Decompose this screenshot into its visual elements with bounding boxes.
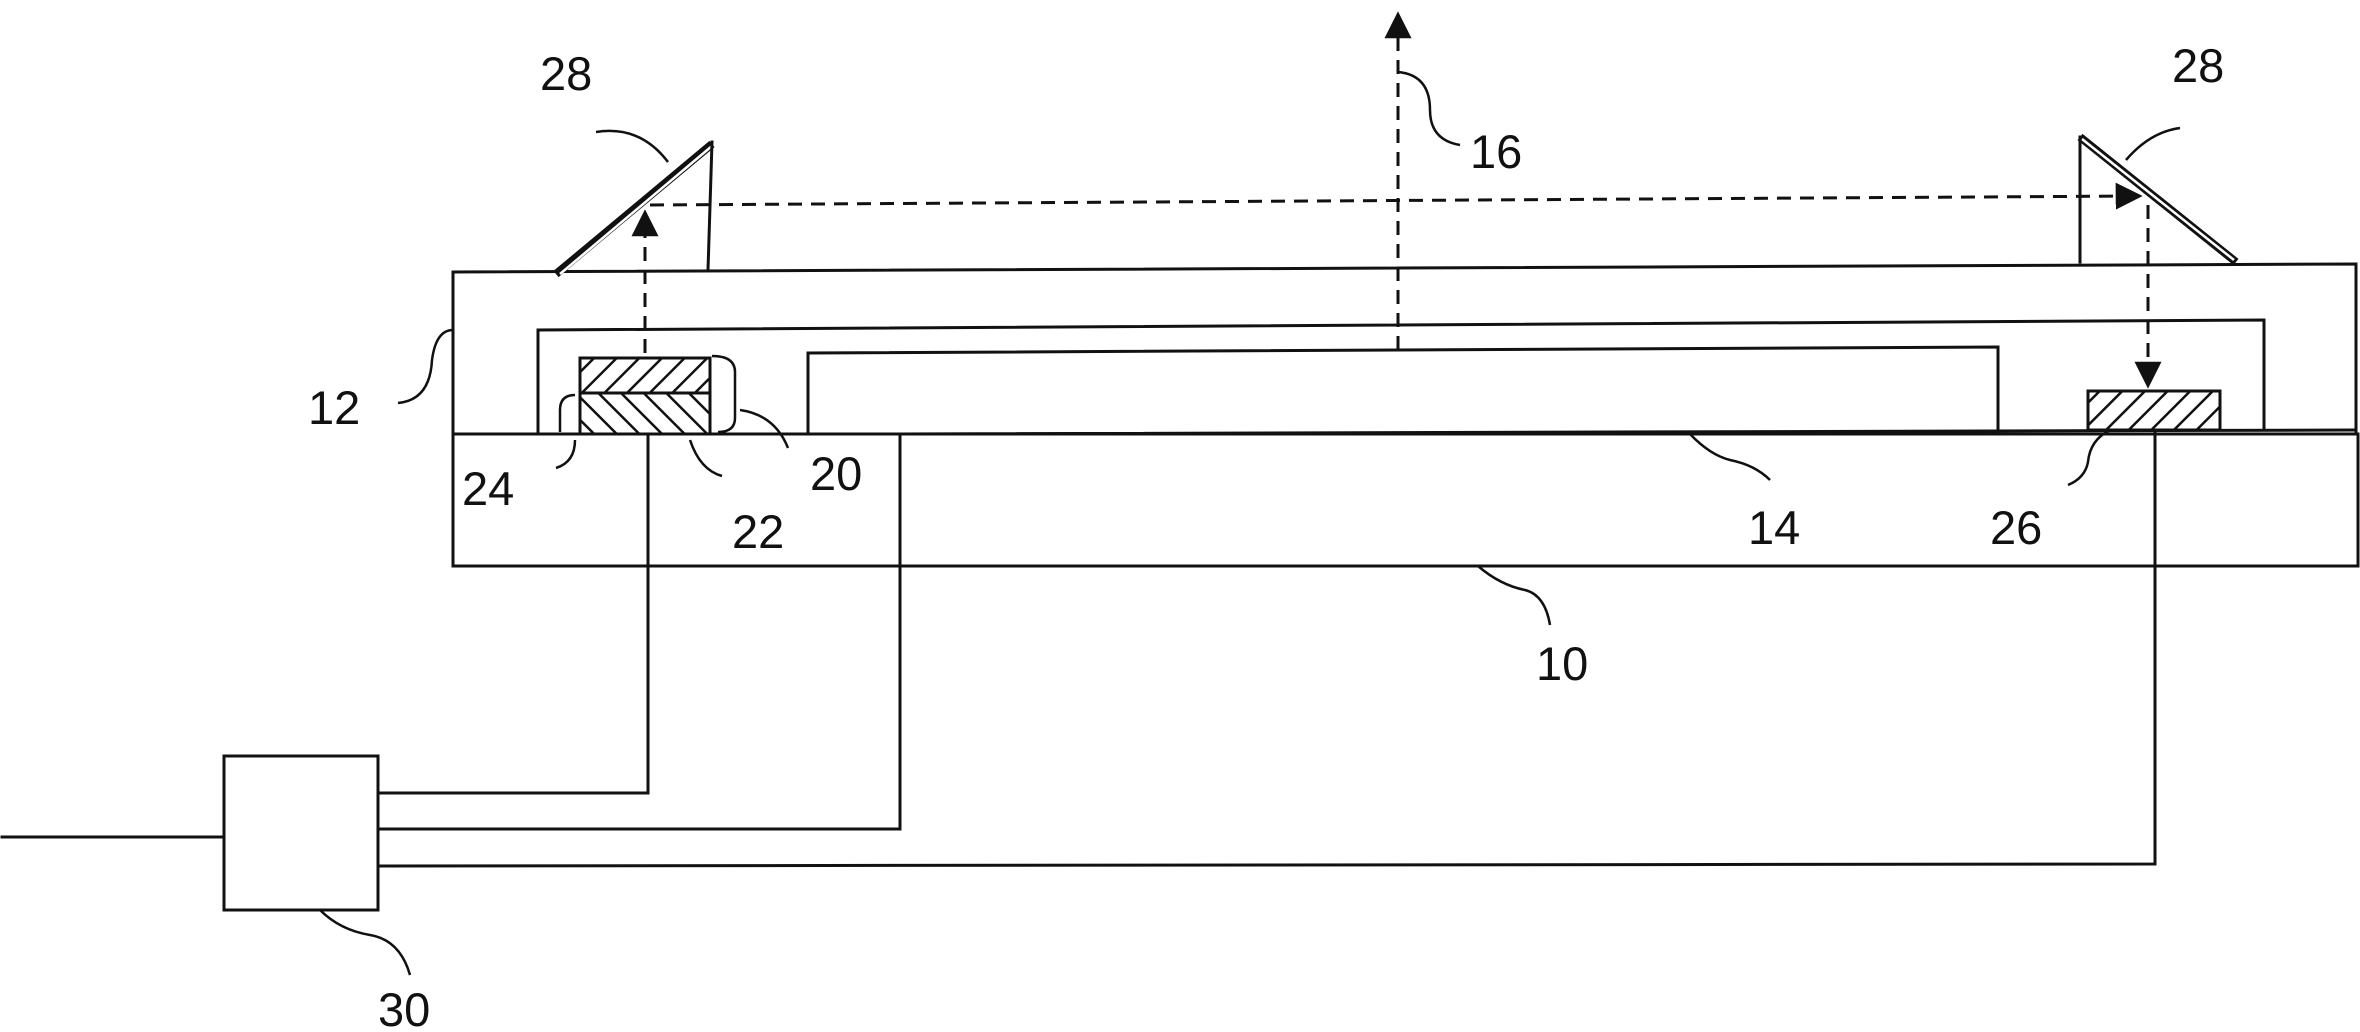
label-12: 12 [308,381,360,434]
label-28-right: 28 [2172,39,2224,92]
label-14: 14 [1748,501,1800,554]
label-24: 24 [462,462,514,515]
panel-element-14 [808,347,1998,434]
wiring [378,430,2155,866]
label-20: 20 [810,447,862,500]
reference-numerals: 28 28 16 12 24 20 22 14 26 10 30 [308,39,2224,1032]
label-10: 10 [1536,637,1588,690]
mirror-28-left [556,142,712,274]
optical-paths [645,14,2148,386]
inner-frame [538,320,2264,434]
emitter-stack-20 [560,356,735,434]
label-22: 22 [732,505,784,558]
label-26: 26 [1990,501,2042,554]
mirror-28-right [2080,137,2236,262]
detector-26 [2088,391,2220,430]
controller-30 [2,756,378,910]
label-30: 30 [378,983,430,1032]
leader-lines [320,72,2180,975]
label-28-left: 28 [540,47,592,100]
label-16: 16 [1470,125,1522,178]
